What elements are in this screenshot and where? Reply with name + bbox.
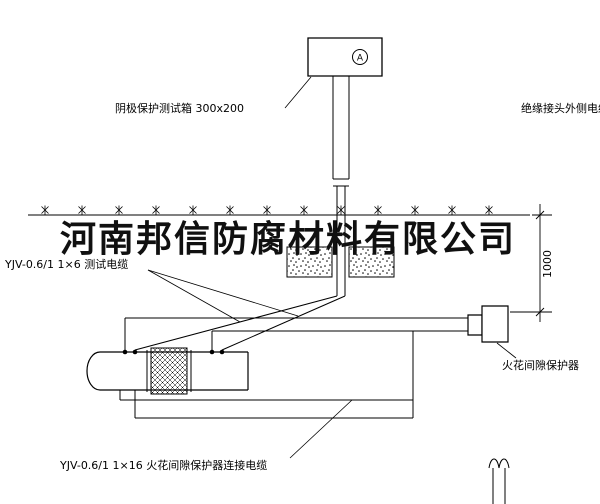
spark-cable-label: YJV-0.6/1 1×16 火花间隙保护器连接电缆 <box>59 458 267 472</box>
test-box <box>308 38 382 76</box>
insulating-joint <box>147 348 191 394</box>
ammeter-symbol <box>353 50 368 65</box>
test-cable-label: YJV-0.6/1 1×6 测试电缆 <box>4 258 128 271</box>
spark-gap-protector <box>468 306 508 342</box>
cables <box>120 296 468 418</box>
test-box-label: 阴极保护测试箱 300x200 <box>115 101 244 115</box>
ammeter-letter: A <box>357 54 364 64</box>
concrete-foundations <box>287 247 394 277</box>
spark-protector-label: 火花间隙保护器 <box>502 358 579 372</box>
leader-lines <box>148 77 516 458</box>
dimension-1000 <box>510 204 552 322</box>
insulated-joint-cable-label: 绝缘接头外侧电缆 <box>521 101 600 115</box>
ground-hatch-symbols <box>41 205 493 215</box>
test-post <box>333 76 349 296</box>
pipe-end-cap <box>87 352 100 390</box>
pipe-break-symbol <box>489 459 509 504</box>
dimension-text: 1000 <box>541 250 554 278</box>
